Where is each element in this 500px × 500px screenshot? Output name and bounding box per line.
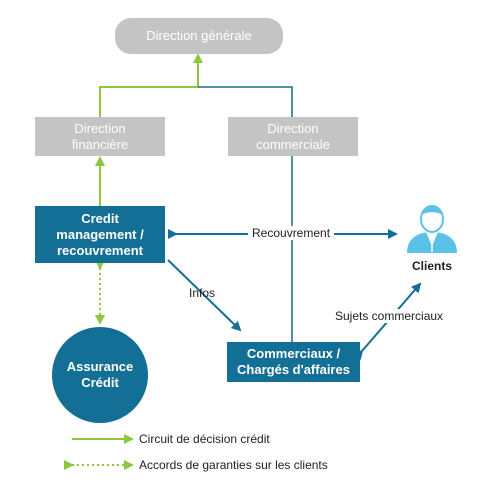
direction-financiere-node: Direction financière: [35, 117, 165, 156]
direction-financiere-label: Direction financière: [71, 120, 129, 152]
recouvrement-label: Recouvrement: [248, 226, 335, 240]
direction-generale-label: Direction générale: [146, 28, 252, 43]
infos-label: Infos: [189, 286, 216, 300]
commerciaux-node: Commerciaux / Chargés d'affaires: [227, 342, 360, 382]
legend-accords-label: Accords de garanties sur les clients: [139, 458, 328, 472]
commerciaux-to-generale-line: [198, 86, 293, 342]
clients-label: Clients: [412, 259, 453, 273]
credit-management-label: Credit management / recouvrement: [56, 210, 144, 258]
direction-generale-node: Direction générale: [115, 18, 283, 54]
credit-management-node: Credit management / recouvrement: [35, 206, 165, 263]
clients-icon: [407, 205, 457, 253]
commerciaux-label: Commerciaux / Chargés d'affaires: [237, 346, 350, 377]
assurance-credit-node: Assurance Crédit: [52, 327, 148, 423]
infos-arrow: [167, 259, 242, 332]
direction-commerciale-label: Direction commerciale: [256, 120, 330, 152]
circuit-financiere-to-generale: [99, 53, 203, 117]
sujets-commerciaux-label: Sujets commerciaux: [333, 309, 446, 323]
direction-commerciale-node: Direction commerciale: [228, 117, 358, 156]
assurance-credit-label: Assurance Crédit: [66, 359, 134, 390]
legend-circuit-label: Circuit de décision crédit: [139, 432, 270, 446]
